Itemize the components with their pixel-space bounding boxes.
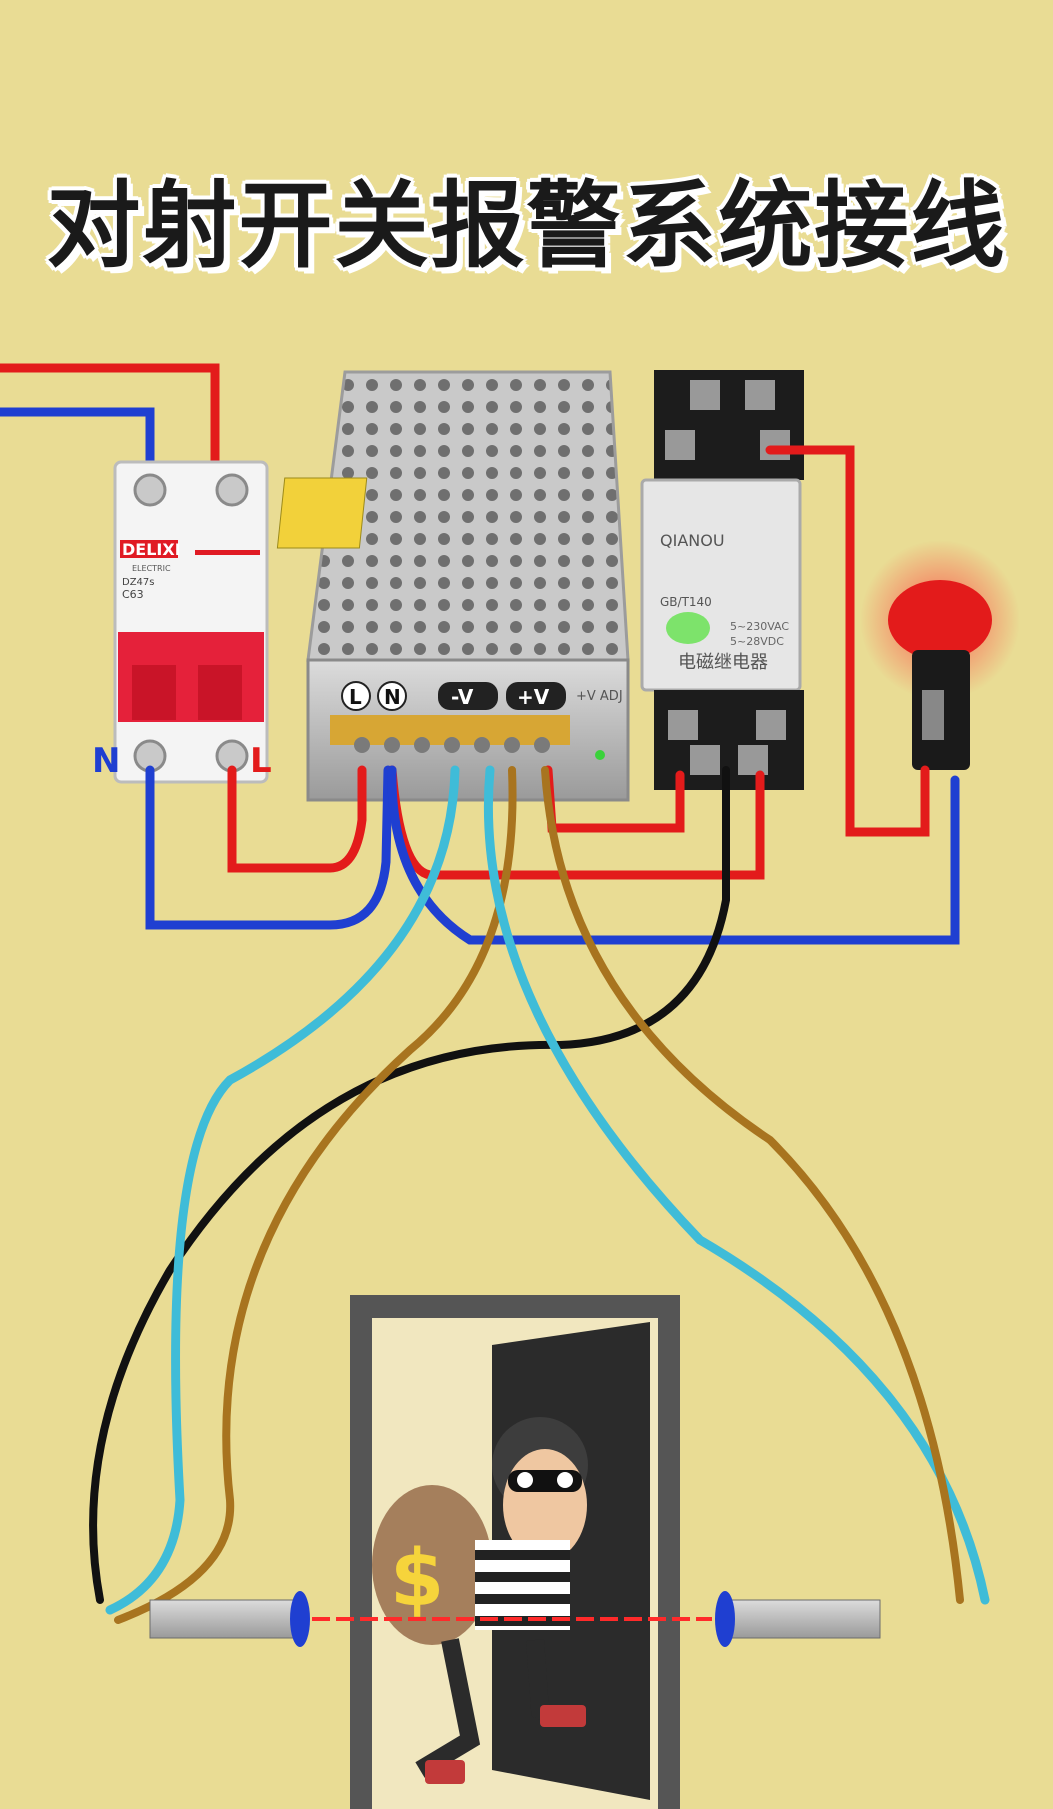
psu-terminal-l: L (349, 685, 362, 709)
breaker-l-label: L (250, 741, 272, 781)
sensor-right-icon (715, 1591, 881, 1647)
breaker-sub: ELECTRIC (132, 564, 171, 573)
svg-text:$: $ (390, 1534, 444, 1624)
thief-stripes (475, 1550, 570, 1626)
relay-icon: QIANOU GB/T140 5~230VAC 5~28VDC 电磁继电器 (640, 370, 804, 790)
breaker-brand: DELIXI (122, 540, 181, 559)
psu-terminal-negv: -V (451, 685, 474, 709)
relay-standard: GB/T140 (660, 595, 712, 609)
door-icon (350, 1295, 680, 1809)
wiring-upper (89, 445, 960, 1604)
breaker-icon: DELIXI ELECTRIC DZ47s C63 N L (92, 460, 272, 784)
psu-terminal-screws (354, 737, 550, 753)
relay-spec-ac: 5~230VAC (730, 620, 789, 633)
page-title: 对射开关报警系统接线 (46, 172, 1007, 281)
wiring-sensors (105, 765, 990, 1624)
sensor-left-icon (149, 1591, 310, 1647)
relay-brand: QIANOU (660, 531, 725, 550)
breaker-model: DZ47s (122, 577, 155, 588)
breaker-n-label: N (92, 741, 120, 781)
psu-adj-label: +V ADJ (576, 689, 623, 704)
breaker-rating: C63 (122, 588, 144, 601)
thief-icon: $ (372, 1417, 588, 1784)
power-supply-icon: L N -V +V +V ADJ (276, 370, 630, 802)
input-live-wire (0, 363, 220, 480)
psu-terminal-n: N (384, 685, 401, 709)
input-neutral-wire (0, 407, 155, 480)
relay-name: 电磁继电器 (678, 652, 768, 673)
alarm-lamp-icon (860, 540, 1020, 770)
relay-spec-dc: 5~28VDC (730, 635, 784, 648)
psu-terminal-posv: +V (517, 685, 550, 709)
